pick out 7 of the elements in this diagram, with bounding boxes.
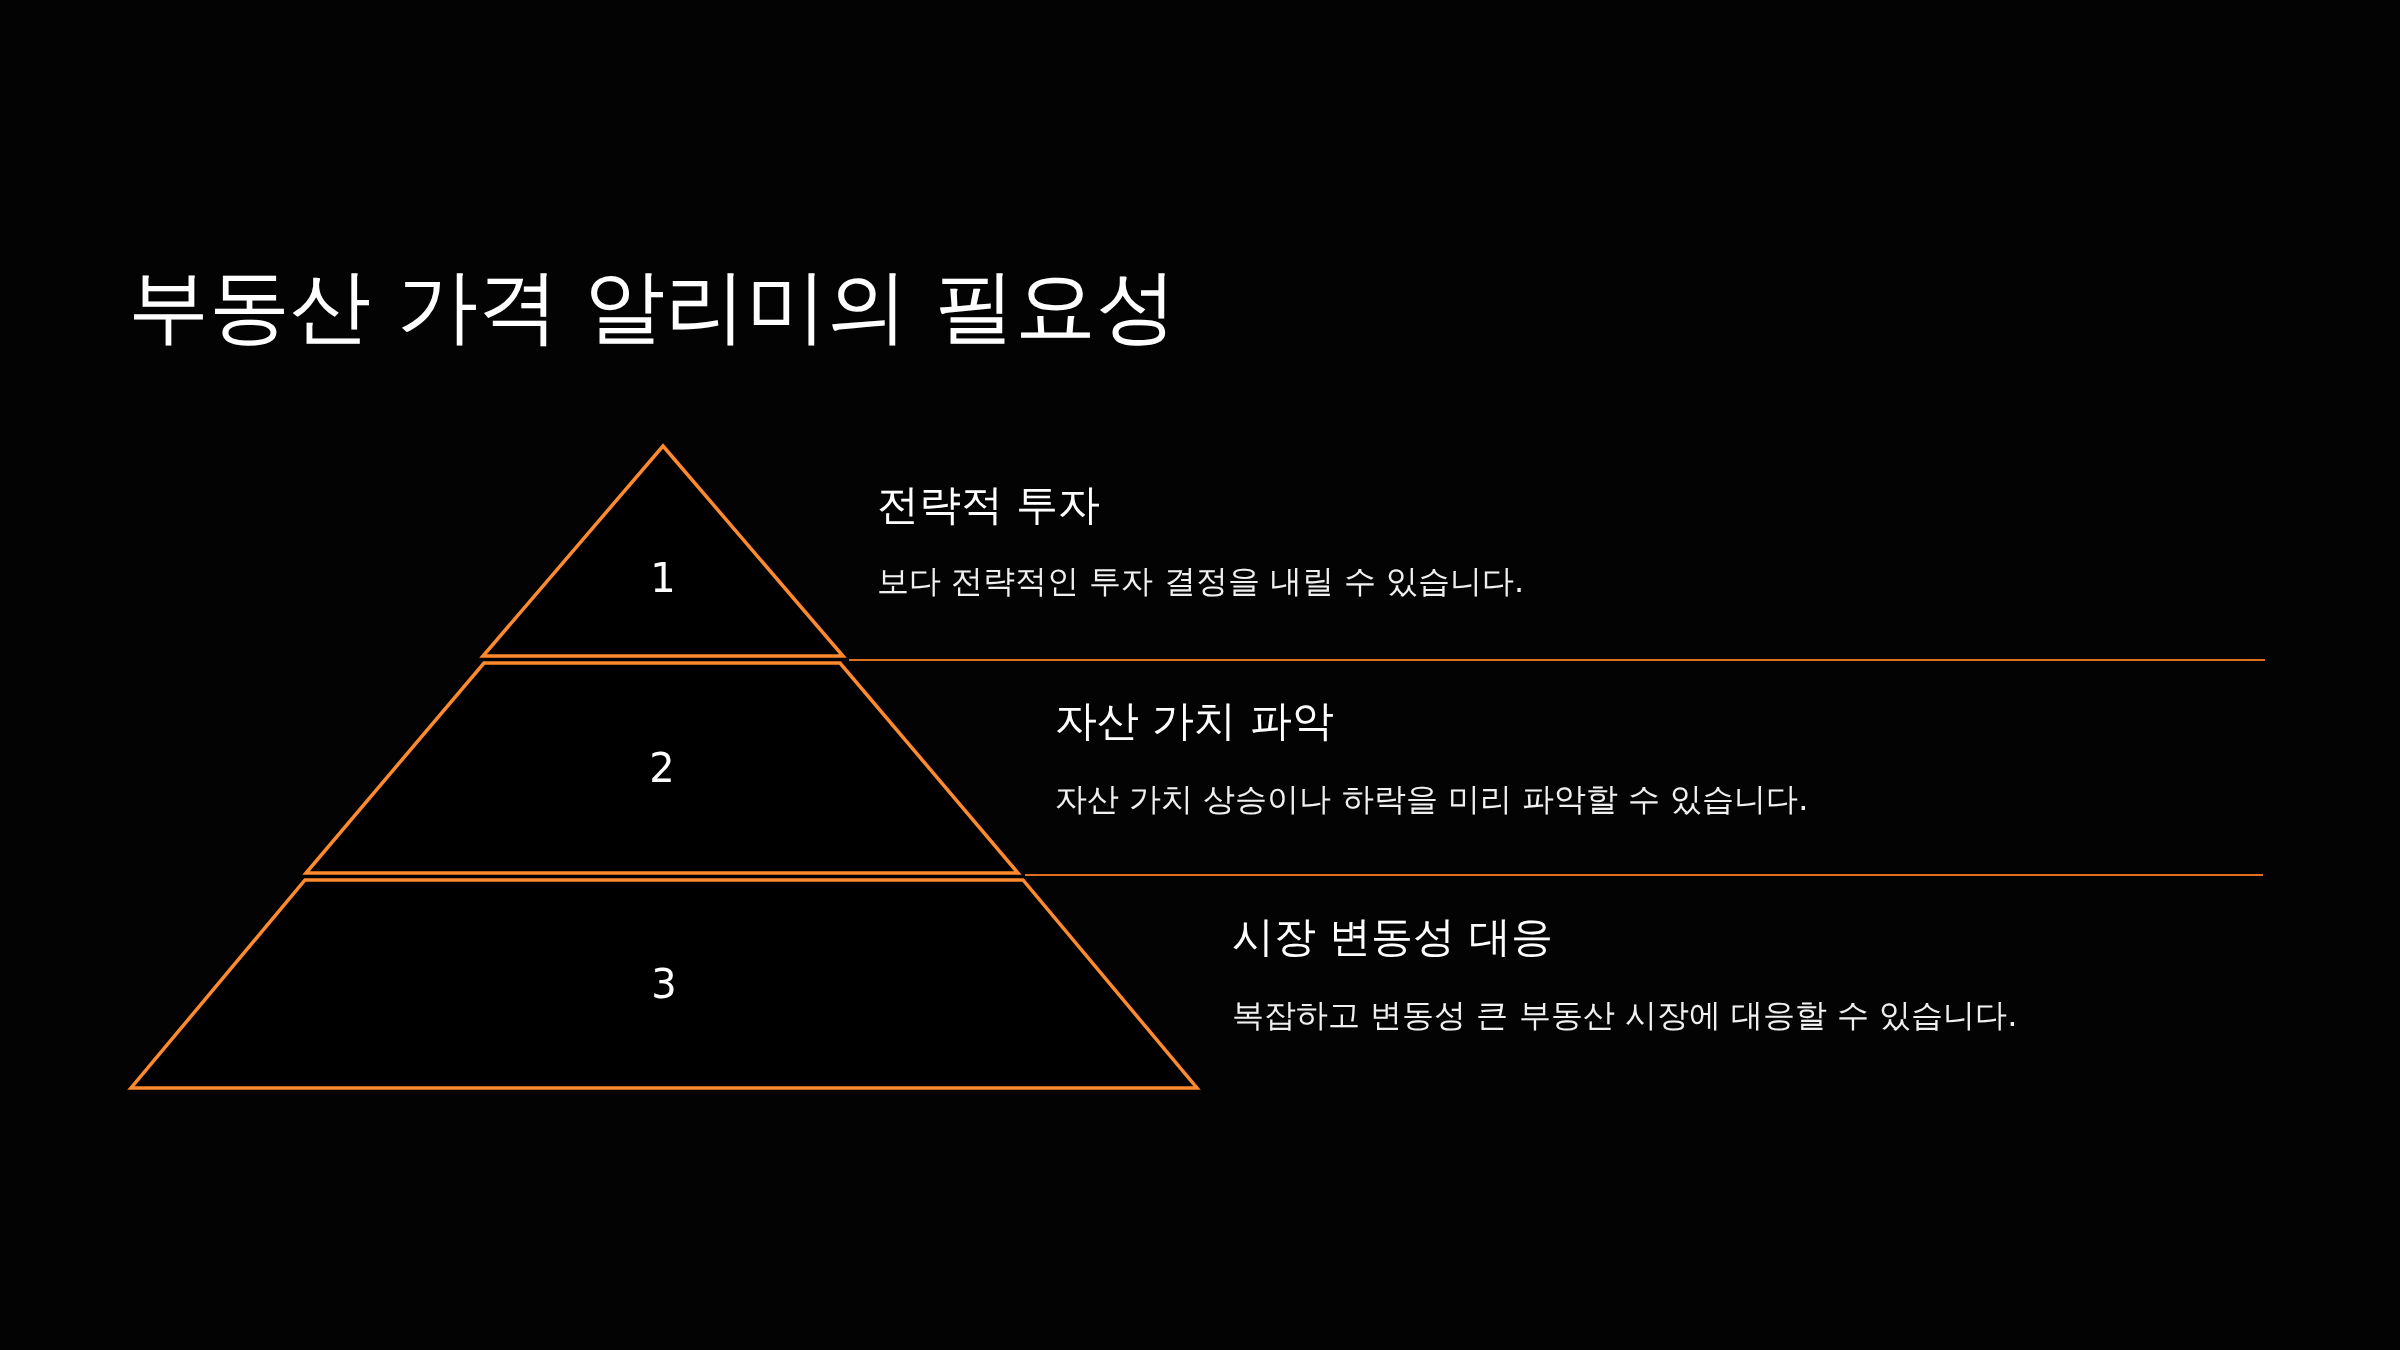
tier-description: 복잡하고 변동성 큰 부동산 시장에 대응할 수 있습니다.	[1232, 996, 2018, 1035]
tier-heading: 전략적 투자	[877, 480, 1101, 531]
tier-heading: 시장 변동성 대응	[1232, 912, 1553, 963]
tier-heading: 자산 가치 파악	[1055, 696, 1334, 747]
tier-description: 보다 전략적인 투자 결정을 내릴 수 있습니다.	[877, 562, 1525, 601]
title: 부동산 가격 알리미의 필요성	[128, 258, 1178, 355]
tier-description: 자산 가치 상승이나 하락을 미리 파악할 수 있습니다.	[1055, 780, 1809, 819]
